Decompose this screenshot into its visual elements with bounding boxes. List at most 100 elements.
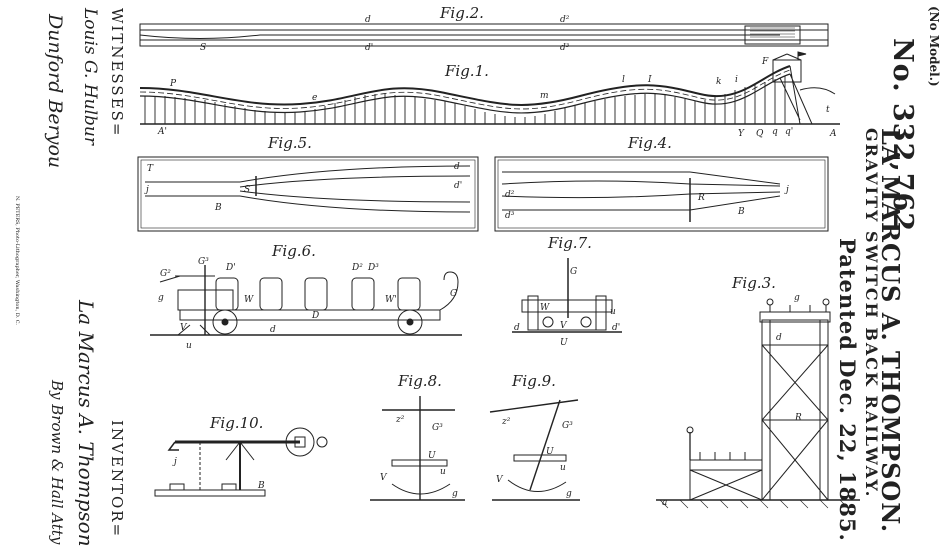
- fig5-title: Fig.5.: [267, 134, 312, 152]
- fig5-label-j: j: [144, 185, 149, 195]
- fig6-label-g: g: [158, 293, 164, 303]
- fig2-label-d3: d³: [560, 43, 570, 53]
- fig10-base: [154, 489, 266, 497]
- figure-8: Fig.8. z² G³ U u V g: [370, 372, 465, 501]
- fig8-title: Fig.8.: [397, 372, 442, 390]
- fig6-seat-2: [259, 277, 283, 311]
- fig8-label-z2: z²: [395, 415, 405, 425]
- fig3-label-a: a: [662, 498, 667, 508]
- fig7-platform: [521, 299, 613, 313]
- fig9-label-g: g: [566, 489, 572, 499]
- fig1-title: Fig.1.: [444, 62, 489, 80]
- figure-10: Fig.10. j B: [154, 414, 328, 497]
- fig1-label-p: P: [169, 79, 177, 89]
- fig1-label-t: t: [826, 105, 830, 115]
- fig7-label-v: V: [560, 321, 568, 331]
- fig6-label-w1: W': [385, 295, 397, 305]
- fig2-label-d1: d': [365, 43, 373, 53]
- fig6-label-w: W: [244, 295, 254, 305]
- fig1-station-house: [772, 59, 802, 83]
- fig6-seat-5: [397, 277, 421, 311]
- fig5-outline: [137, 156, 479, 232]
- fig6-label-d3: D³: [367, 263, 379, 273]
- fig8-label-g: g: [452, 489, 458, 499]
- fig10-label-b: B: [257, 481, 265, 491]
- figure-9: Fig.9. z² G³ U u V g: [489, 372, 580, 501]
- fig6-label-d1: D': [225, 263, 236, 273]
- figure-3: Fig.3. R a g d: [656, 274, 860, 509]
- fig9-label-v: V: [496, 475, 504, 485]
- fig4-label-j: j: [784, 185, 789, 195]
- figure-7: Fig.7. G W V u d d' U: [512, 234, 622, 348]
- fig1-label-q1: q': [785, 127, 793, 137]
- fig6-title: Fig.6.: [271, 242, 316, 260]
- fig5-label-d: d: [454, 162, 460, 172]
- figure-5: Fig.5. T j S B d d': [137, 134, 479, 232]
- fig9-label-u-upper: U: [546, 447, 554, 457]
- fig1-label-y: Y: [738, 129, 745, 139]
- fig5-label-s: S: [244, 185, 250, 195]
- fig6-label-d: d: [270, 325, 276, 335]
- fig3-tower: [761, 319, 829, 501]
- fig3-label-r: R: [794, 413, 802, 423]
- fig9-label-z2: z²: [501, 417, 511, 427]
- figure-4: Fig.4. d² d³ R B j: [494, 134, 829, 232]
- fig6-label-v: V: [180, 323, 188, 333]
- fig6-label-g2: G²: [160, 269, 171, 279]
- fig3-label-d: d: [776, 333, 782, 343]
- figure-1: Fig.1. P A' l I i k F Y Q q q' A t m: [139, 51, 840, 139]
- fig2-label-d: d: [365, 15, 371, 25]
- fig3-lower-platform: [689, 459, 763, 471]
- fig10-title: Fig.10.: [209, 414, 263, 432]
- fig8-label-u-upper: U: [428, 451, 436, 461]
- fig5-label-b: B: [214, 203, 222, 213]
- fig1-track-upper: [139, 65, 791, 106]
- fig7-label-u: u: [610, 307, 616, 317]
- fig6-wheel-front: [212, 309, 238, 335]
- fig2-label-s: S: [200, 43, 206, 53]
- fig4-label-d3: d³: [505, 211, 515, 221]
- fig1-label-f: F: [761, 57, 769, 67]
- fig9-label-g3: G³: [562, 421, 573, 431]
- fig1-label-k: k: [716, 77, 721, 87]
- fig3-label-g: g: [794, 293, 800, 303]
- fig1-label-l: l: [622, 75, 625, 85]
- fig6-wheel-rear: [397, 309, 423, 335]
- fig4-label-r: R: [697, 193, 705, 203]
- fig9-label-u: u: [560, 463, 566, 473]
- fig1-trestle-posts: [144, 76, 786, 124]
- figure-6: Fig.6. G² G³ D' D² D³ W W' g G: [150, 242, 462, 351]
- fig1-label-q-upper: Q: [756, 129, 764, 139]
- fig8-label-u: u: [440, 467, 446, 477]
- fig7-label-d: d: [514, 323, 520, 333]
- fig6-label-d2: D²: [351, 263, 363, 273]
- fig6-seat-4: [351, 277, 375, 311]
- fig1-label-q: q: [772, 127, 778, 137]
- fig5-label-d1: d': [454, 181, 462, 191]
- fig1-label-i-upper: I: [647, 75, 652, 85]
- fig7-title: Fig.7.: [547, 234, 592, 252]
- fig10-label-j: j: [172, 457, 177, 467]
- fig7-label-d1: d': [612, 323, 620, 333]
- fig4-label-d2: d²: [505, 190, 515, 200]
- fig4-label-b: B: [737, 207, 745, 217]
- fig6-label-g3: G³: [198, 257, 209, 267]
- fig1-label-m: m: [540, 91, 549, 101]
- fig4-outline: [494, 156, 829, 232]
- fig1-label-e: e: [312, 93, 317, 103]
- fig1-label-a1: A': [157, 127, 167, 137]
- fig6-seat-3: [304, 277, 328, 311]
- fig9-title: Fig.9.: [511, 372, 556, 390]
- fig6-label-d-upper: D: [311, 311, 319, 321]
- fig1-label-a: A: [829, 129, 837, 139]
- fig4-title: Fig.4.: [627, 134, 672, 152]
- fig7-label-g: G: [570, 267, 577, 277]
- fig10-counterweight: [285, 427, 315, 457]
- figure-2: Fig.2. S d d' d² d³: [139, 4, 829, 53]
- fig7-label-w: W: [540, 303, 550, 313]
- fig6-label-g-upper: G: [450, 289, 457, 299]
- fig6-label-u: u: [186, 341, 192, 351]
- fig2-label-d2: d²: [560, 15, 570, 25]
